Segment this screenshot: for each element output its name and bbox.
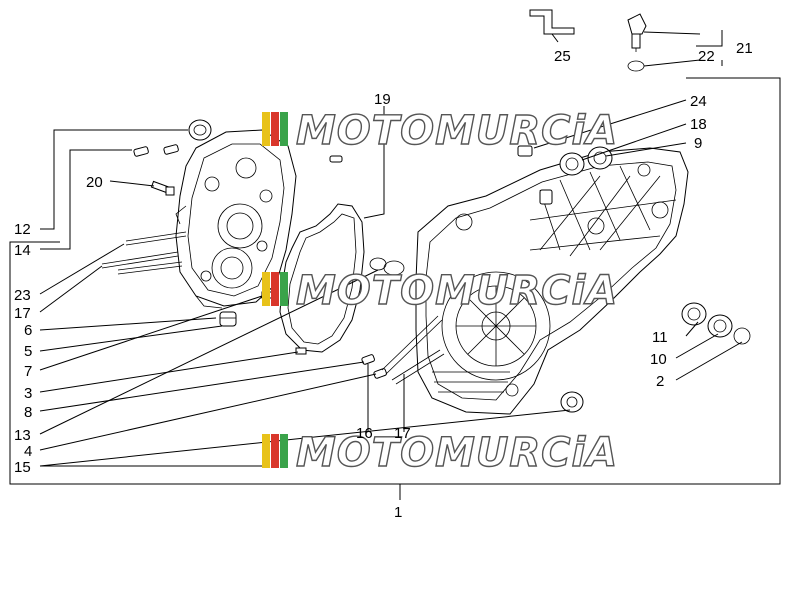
callout-17-right: 17	[394, 425, 411, 442]
callout-16: 16	[356, 425, 373, 442]
gasket	[279, 203, 365, 355]
callout-22: 22	[698, 48, 715, 65]
callout-14: 14	[14, 242, 31, 259]
watermark-text: MOTOMURCiA	[296, 430, 618, 476]
top-small-parts	[529, 9, 647, 72]
callout-2: 2	[656, 373, 664, 390]
callout-3: 3	[24, 385, 32, 402]
right-half-bearings	[559, 146, 751, 413]
callout-20: 20	[86, 174, 103, 191]
callout-18: 18	[690, 116, 707, 133]
callout-5: 5	[24, 343, 32, 360]
left-half-small-parts	[101, 119, 343, 327]
watermark-bottom: MOTOMURCiA	[262, 429, 618, 477]
callout-15: 15	[14, 459, 31, 476]
callout-24: 24	[690, 93, 707, 110]
leader-lines	[39, 30, 743, 467]
callout-17-left: 17	[14, 305, 31, 322]
callout-1: 1	[394, 504, 402, 521]
callout-9: 9	[694, 135, 702, 152]
callout-23: 23	[14, 287, 31, 304]
callout-10: 10	[650, 351, 667, 368]
callout-21: 21	[736, 40, 753, 57]
callout-19: 19	[374, 91, 391, 108]
callout-8: 8	[24, 404, 32, 421]
callout-labels: 1 2 3 4 5 6 7 8 9 10 11 12 13 14 15 16 1…	[14, 40, 753, 521]
callout-4: 4	[24, 443, 32, 460]
watermark-middle: MOTOMURCiA	[262, 267, 618, 315]
watermark-text: MOTOMURCiA	[296, 268, 618, 314]
assembly-bracket	[9, 77, 781, 500]
small-rings	[361, 257, 405, 379]
callout-12: 12	[14, 221, 31, 238]
callout-11: 11	[652, 329, 668, 346]
callout-13: 13	[14, 427, 31, 444]
watermark-top: MOTOMURCiA	[262, 107, 618, 155]
watermark-text: MOTOMURCiA	[296, 108, 618, 154]
callout-6: 6	[24, 322, 32, 339]
callout-7: 7	[24, 363, 32, 380]
callout-25: 25	[554, 48, 571, 65]
